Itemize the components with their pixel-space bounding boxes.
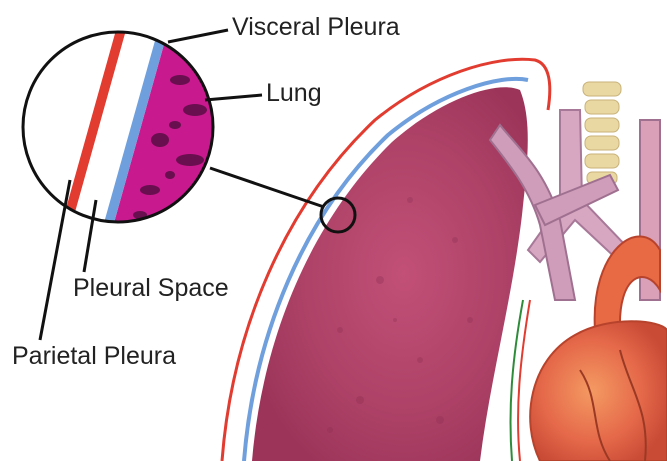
leader-lung [205,95,262,100]
label-lung: Lung [266,81,322,106]
label-pleural-space: Pleural Space [73,276,229,301]
leader-parietal [40,180,70,340]
label-parietal-pleura: Parietal Pleura [12,344,176,369]
magnifier-connector [210,168,324,207]
spine [583,82,621,184]
leader-visceral [168,30,228,42]
mediastinal-pleura-green [510,300,523,461]
label-visceral-pleura: Visceral Pleura [232,15,400,40]
